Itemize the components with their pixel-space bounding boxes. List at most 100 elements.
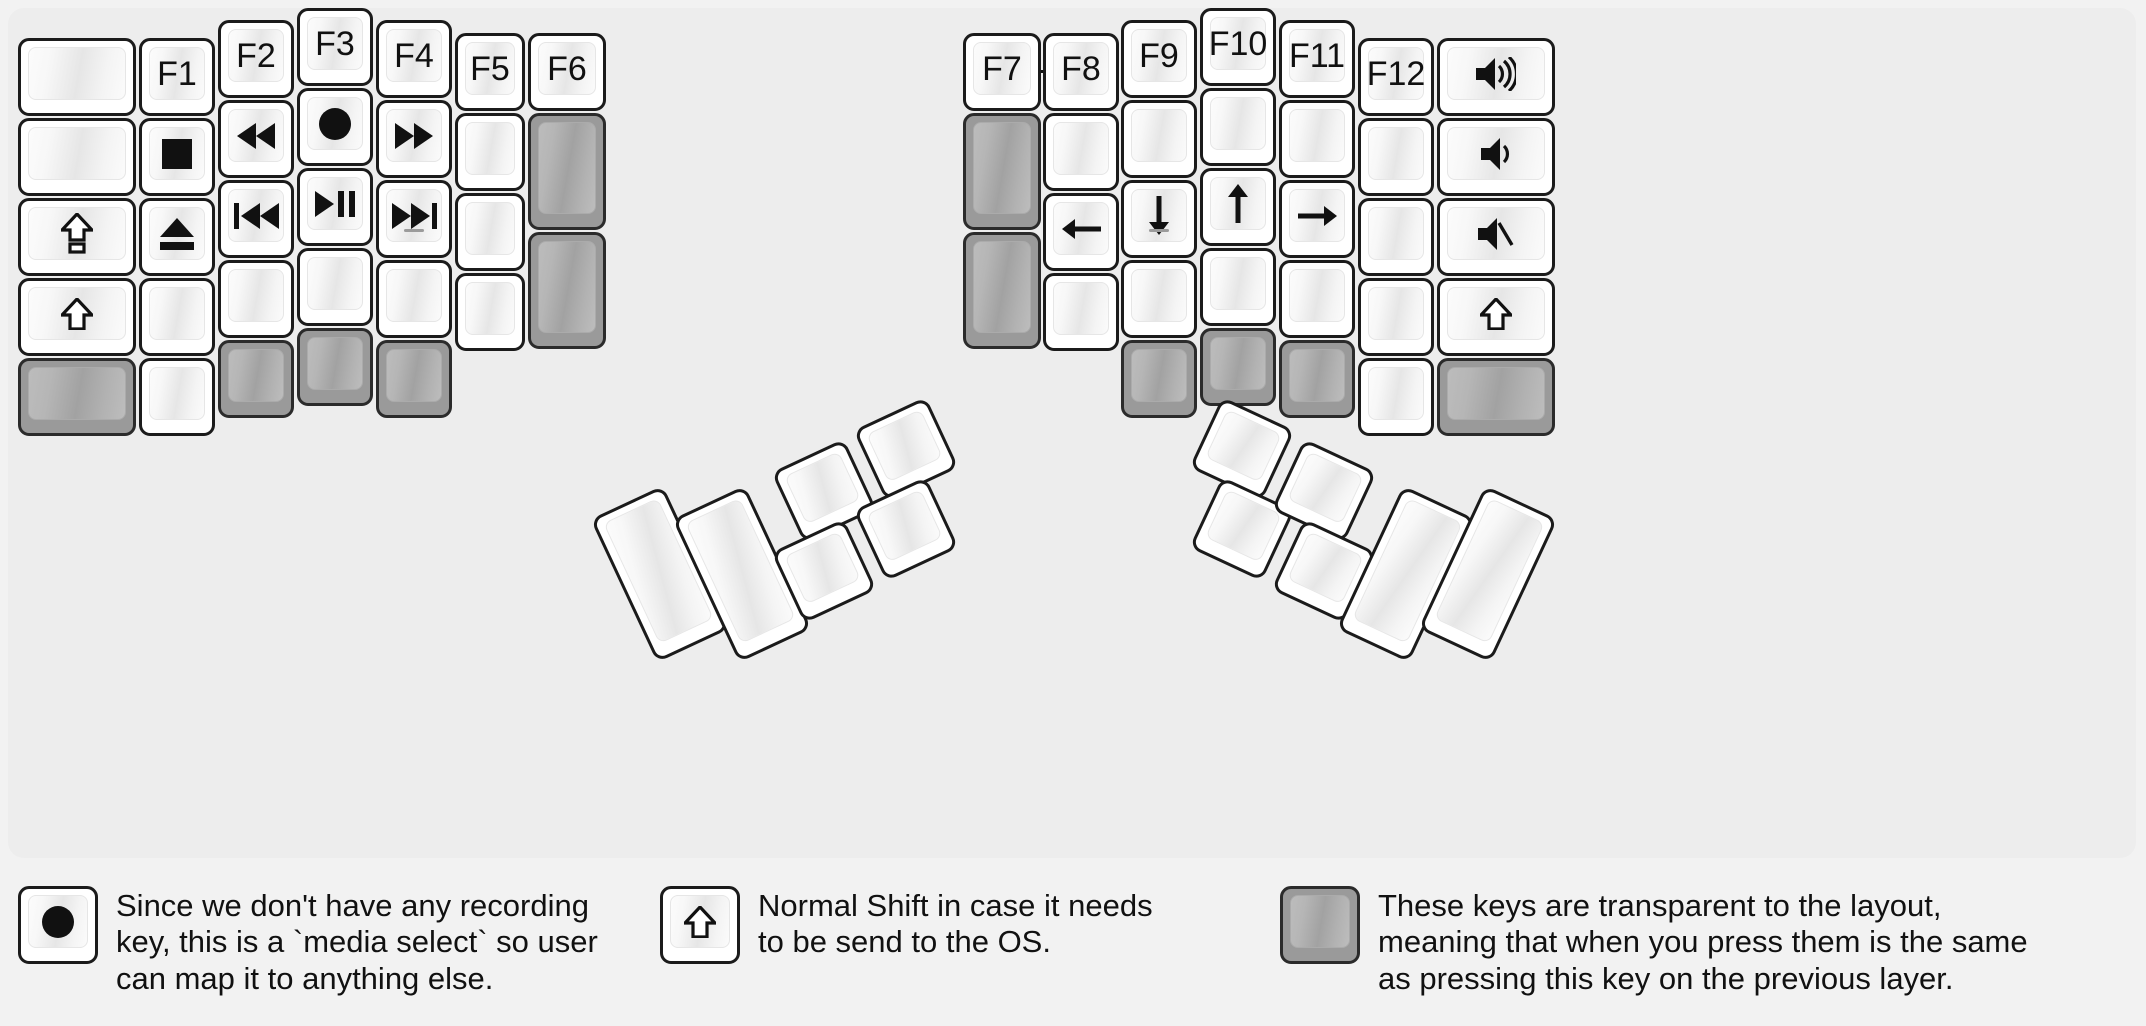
key-left-col-middle-r2[interactable] xyxy=(297,88,373,166)
key-left-col-pinky-r1-f1[interactable]: F1 xyxy=(139,38,215,116)
key-label-empty xyxy=(229,350,283,401)
key-right-col-inner-r2[interactable] xyxy=(963,113,1041,230)
key-right-col-ring-r5[interactable] xyxy=(1279,340,1355,418)
keycap-surface xyxy=(1053,282,1109,335)
key-label-empty xyxy=(974,123,1030,213)
key-left-col-middle-r1-f3[interactable]: F3 xyxy=(297,8,373,86)
keycap-surface: F2 xyxy=(228,29,284,82)
note-transparent: These keys are transparent to the layout… xyxy=(1280,886,2028,997)
keycap-surface xyxy=(1205,409,1282,483)
key-right-col-middle-r1-f10[interactable]: F10 xyxy=(1200,8,1276,86)
media-rewind-icon xyxy=(229,110,283,161)
key-left-col-index-inner-r4[interactable] xyxy=(455,273,525,351)
key-left-col-inner-r2[interactable] xyxy=(528,113,606,230)
key-left-col-middle-r3[interactable] xyxy=(297,168,373,246)
keycap-surface xyxy=(149,367,205,420)
key-left-col-pinky-r3[interactable] xyxy=(139,198,215,276)
key-left-col-pinky-outer-r2[interactable] xyxy=(18,118,136,196)
key-right-col-middle-r3[interactable] xyxy=(1200,168,1276,246)
key-left-col-pinky-outer-r3[interactable] xyxy=(18,198,136,276)
key-right-col-inner-r3[interactable] xyxy=(963,232,1041,349)
legend-key-note-media-select[interactable] xyxy=(18,886,98,964)
key-left-col-middle-r5[interactable] xyxy=(297,328,373,406)
key-right-col-index-inner-r1-f8[interactable]: F8 xyxy=(1043,33,1119,111)
key-label: F10 xyxy=(1208,24,1268,63)
legend-key-note-transparent[interactable] xyxy=(1280,886,1360,964)
key-right-col-pinky-r1-f12[interactable]: F12 xyxy=(1358,38,1434,116)
key-right-col-pinky-r4[interactable] xyxy=(1358,278,1434,356)
keycap-surface xyxy=(1053,202,1109,255)
key-right-col-pinky-r3[interactable] xyxy=(1358,198,1434,276)
key-left-col-inner-r1-f6[interactable]: F6 xyxy=(528,33,606,111)
key-left-col-pinky-r2[interactable] xyxy=(139,118,215,196)
key-left-col-index-inner-r3[interactable] xyxy=(455,193,525,271)
key-right-col-inner-r1-f7[interactable]: F7 xyxy=(963,33,1041,111)
key-right-col-index-r3[interactable] xyxy=(1121,180,1197,258)
media-record-icon xyxy=(308,98,362,149)
key-left-col-pinky-r4[interactable] xyxy=(139,278,215,356)
key-left-col-ring-r4[interactable] xyxy=(218,260,294,338)
keycap-surface: F11 xyxy=(1289,29,1345,82)
key-right-col-middle-r5[interactable] xyxy=(1200,328,1276,406)
keycap-surface xyxy=(973,122,1031,214)
key-left-col-index-r4[interactable] xyxy=(376,260,452,338)
legend-sample-key xyxy=(660,886,740,964)
key-right-col-pinky-outer-r3[interactable] xyxy=(1437,198,1555,276)
key-right-col-ring-r3[interactable] xyxy=(1279,180,1355,258)
keycap-surface xyxy=(1210,257,1266,310)
legend-key-note-normal-shift[interactable] xyxy=(660,886,740,964)
keycap-surface: F7 xyxy=(973,42,1031,95)
key-left-col-pinky-outer-r1[interactable] xyxy=(18,38,136,116)
key-right-col-ring-r2[interactable] xyxy=(1279,100,1355,178)
keycap-surface xyxy=(784,531,861,605)
keycap-surface xyxy=(1447,127,1545,180)
key-right-col-pinky-outer-r4[interactable] xyxy=(1437,278,1555,356)
key-right-col-ring-r1-f11[interactable]: F11 xyxy=(1279,20,1355,98)
key-left-col-ring-r1-f2[interactable]: F2 xyxy=(218,20,294,98)
key-right-col-pinky-outer-r2[interactable] xyxy=(1437,118,1555,196)
key-right-col-middle-r2[interactable] xyxy=(1200,88,1276,166)
key-label-empty xyxy=(229,270,283,321)
key-label-empty xyxy=(1132,110,1186,161)
keycap-surface xyxy=(1447,47,1545,100)
keycap-surface xyxy=(28,207,126,260)
key-right-col-index-r1-f9[interactable]: F9 xyxy=(1121,20,1197,98)
key-left-col-index-r3[interactable] xyxy=(376,180,452,258)
key-left-col-pinky-outer-r5[interactable] xyxy=(18,358,136,436)
keycap-surface xyxy=(866,409,943,483)
key-right-col-index-r5[interactable] xyxy=(1121,340,1197,418)
keycap-surface xyxy=(538,241,596,333)
key-right-col-pinky-outer-r5[interactable] xyxy=(1437,358,1555,436)
media-play-pause-icon xyxy=(308,178,362,229)
key-left-col-ring-r3[interactable] xyxy=(218,180,294,258)
key-right-col-index-r2[interactable] xyxy=(1121,100,1197,178)
key-left-col-index-inner-r2[interactable] xyxy=(455,113,525,191)
key-right-col-index-r4[interactable] xyxy=(1121,260,1197,338)
key-left-col-middle-r4[interactable] xyxy=(297,248,373,326)
key-right-col-pinky-r2[interactable] xyxy=(1358,118,1434,196)
key-right-col-pinky-outer-r1[interactable] xyxy=(1437,38,1555,116)
key-right-col-index-inner-r4[interactable] xyxy=(1043,273,1119,351)
homing-bar xyxy=(404,229,424,232)
key-left-col-pinky-outer-r4[interactable] xyxy=(18,278,136,356)
legend-sample-key xyxy=(18,886,98,964)
keycap-surface xyxy=(1289,109,1345,162)
key-left-col-ring-r5[interactable] xyxy=(218,340,294,418)
keycap-surface: F12 xyxy=(1367,47,1425,100)
key-right-col-pinky-r5[interactable] xyxy=(1358,358,1434,436)
key-left-col-index-r5[interactable] xyxy=(376,340,452,418)
key-label: F9 xyxy=(1139,36,1179,75)
key-right-col-index-inner-r2[interactable] xyxy=(1043,113,1119,191)
key-label: F8 xyxy=(1061,49,1101,88)
key-left-col-index-r2[interactable] xyxy=(376,100,452,178)
key-right-col-ring-r4[interactable] xyxy=(1279,260,1355,338)
key-right-col-middle-r4[interactable] xyxy=(1200,248,1276,326)
key-left-col-index-r1-f4[interactable]: F4 xyxy=(376,20,452,98)
key-label-empty xyxy=(466,123,514,174)
key-left-col-ring-r2[interactable] xyxy=(218,100,294,178)
key-right-col-index-inner-r3[interactable] xyxy=(1043,193,1119,271)
key-label: F4 xyxy=(394,36,434,75)
key-left-col-pinky-r5[interactable] xyxy=(139,358,215,436)
key-left-col-inner-r3[interactable] xyxy=(528,232,606,349)
key-left-col-index-inner-r1-f5[interactable]: F5 xyxy=(455,33,525,111)
